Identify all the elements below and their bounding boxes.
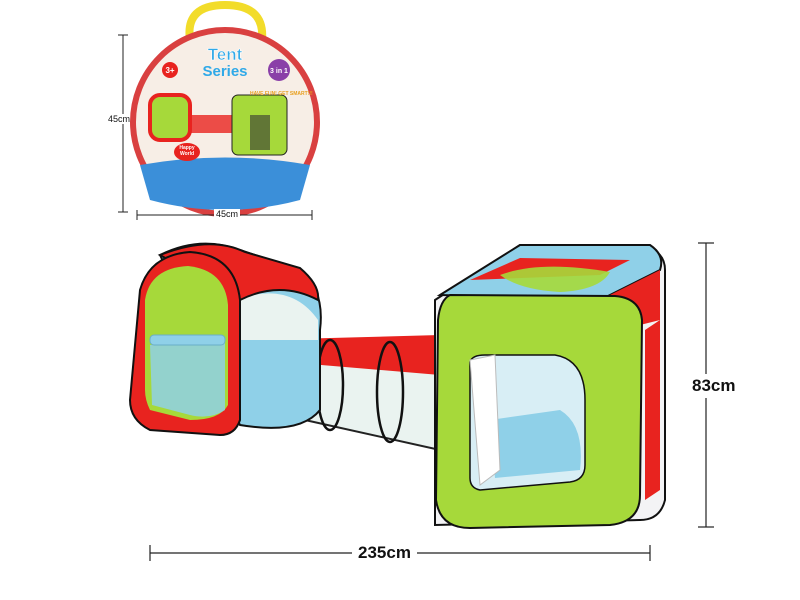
happy-world-sticker [174,143,200,161]
age-badge [162,62,178,78]
bag-handle [185,0,267,41]
tent-height-label: 83cm [692,374,736,398]
brand-logo-2: Series [202,63,247,80]
happy-world-sticker-text: Happy World [179,145,195,157]
variant-badge-text: 3 in 1 [270,68,288,75]
cube-tent [434,244,666,530]
bag-tunnel [190,115,235,133]
variant-badge [268,59,290,81]
tent-set [128,242,666,530]
package-width-label: 45cm [214,209,241,219]
slogan-text: HAVE FUN! GET SMART!!! [250,91,313,97]
bag-tent-small [148,93,192,142]
bag-wave [140,157,310,210]
package-bag: Tent Series 3+ 3 in 1 HAVE FUN! GET SMAR… [130,0,320,217]
small-tent [128,242,322,437]
tent-length-label: 235cm [352,543,417,563]
brand-logo: Tent [208,45,243,64]
age-badge-text: 3+ [165,66,174,75]
bag-tent-door [250,115,270,150]
package-height-label: 45cm [108,114,131,124]
